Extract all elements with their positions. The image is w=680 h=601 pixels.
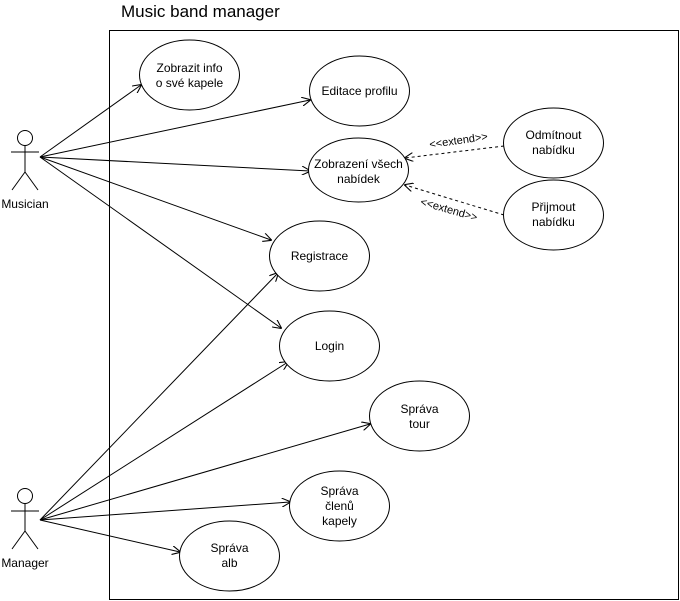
usecase-sprava-alb-line2: alb — [221, 556, 237, 570]
assoc-musician-zobrazeni-nabidek — [39, 156, 310, 171]
assoc-manager-registrace — [39, 273, 278, 521]
usecase-editace-profilu[interactable]: Editace profilu — [309, 55, 410, 127]
usecase-prijmout-line2: nabídku — [532, 215, 575, 229]
usecase-sprava-clenu-line3: kapely — [322, 514, 357, 528]
actor-manager[interactable] — [11, 488, 39, 550]
usecase-editace-profilu-label: Editace profilu — [321, 84, 397, 98]
usecase-sprava-clenu[interactable]: Správa členů kapely — [289, 470, 390, 542]
usecase-sprava-clenu-line2: členů — [325, 499, 354, 513]
manager-associations — [39, 273, 370, 552]
usecase-zobrazit-info[interactable]: Zobrazit info o své kapele — [139, 39, 240, 111]
assoc-musician-editace-profilu — [39, 100, 310, 158]
system-title: Music band manager — [121, 2, 280, 21]
extend-odmitnout — [405, 145, 505, 158]
usecase-login[interactable]: Login — [279, 310, 380, 382]
usecase-registrace-label: Registrace — [291, 249, 349, 263]
usecase-odmitnout-line2: nabídku — [532, 143, 575, 157]
assoc-manager-login — [39, 362, 288, 521]
assoc-musician-zobrazit-info — [39, 85, 141, 158]
assoc-manager-sprava-alb — [39, 519, 180, 552]
usecase-sprava-tour-line2: tour — [409, 417, 430, 431]
usecase-sprava-tour[interactable]: Správa tour — [369, 380, 470, 452]
usecase-odmitnout-line1: Odmítnout — [525, 128, 582, 142]
usecase-zobrazit-info-line1: Zobrazit info — [156, 61, 222, 75]
usecase-zobrazeni-nabidek[interactable]: Zobrazení všech nabídek — [308, 137, 409, 203]
assoc-manager-sprava-clenu — [39, 502, 290, 521]
actor-manager-head — [17, 488, 33, 504]
actor-musician-label: Musician — [1, 197, 48, 211]
assoc-musician-registrace — [39, 156, 271, 240]
usecase-zobrazit-info-line2: o své kapele — [156, 76, 224, 90]
usecase-sprava-tour-line1: Správa — [400, 402, 438, 416]
actor-musician-head — [17, 130, 33, 146]
usecase-prijmout-line1: Přijmout — [531, 200, 576, 214]
actor-musician[interactable] — [11, 130, 39, 191]
usecase-registrace[interactable]: Registrace — [269, 220, 370, 292]
assoc-manager-sprava-tour — [39, 424, 370, 521]
extend-label-2: <<extend>> — [419, 196, 479, 224]
extend-label-1: <<extend>> — [429, 131, 489, 151]
musician-associations — [39, 85, 310, 328]
extend-prijmout — [405, 185, 505, 216]
usecase-zobrazeni-nabidek-line1: Zobrazení všech — [314, 157, 403, 171]
usecase-sprava-alb-line1: Správa — [210, 541, 248, 555]
usecase-sprava-alb[interactable]: Správa alb — [179, 520, 280, 592]
extend-relations — [405, 145, 505, 216]
system-boundary — [109, 30, 679, 600]
actor-manager-label: Manager — [1, 556, 48, 570]
usecase-zobrazeni-nabidek-line2: nabídek — [337, 172, 381, 186]
usecase-prijmout[interactable]: Přijmout nabídku — [503, 179, 604, 251]
usecase-sprava-clenu-line1: Správa — [320, 484, 358, 498]
usecase-login-label: Login — [315, 339, 344, 353]
usecase-odmitnout[interactable]: Odmítnout nabídku — [503, 107, 604, 179]
assoc-musician-login — [39, 156, 281, 328]
